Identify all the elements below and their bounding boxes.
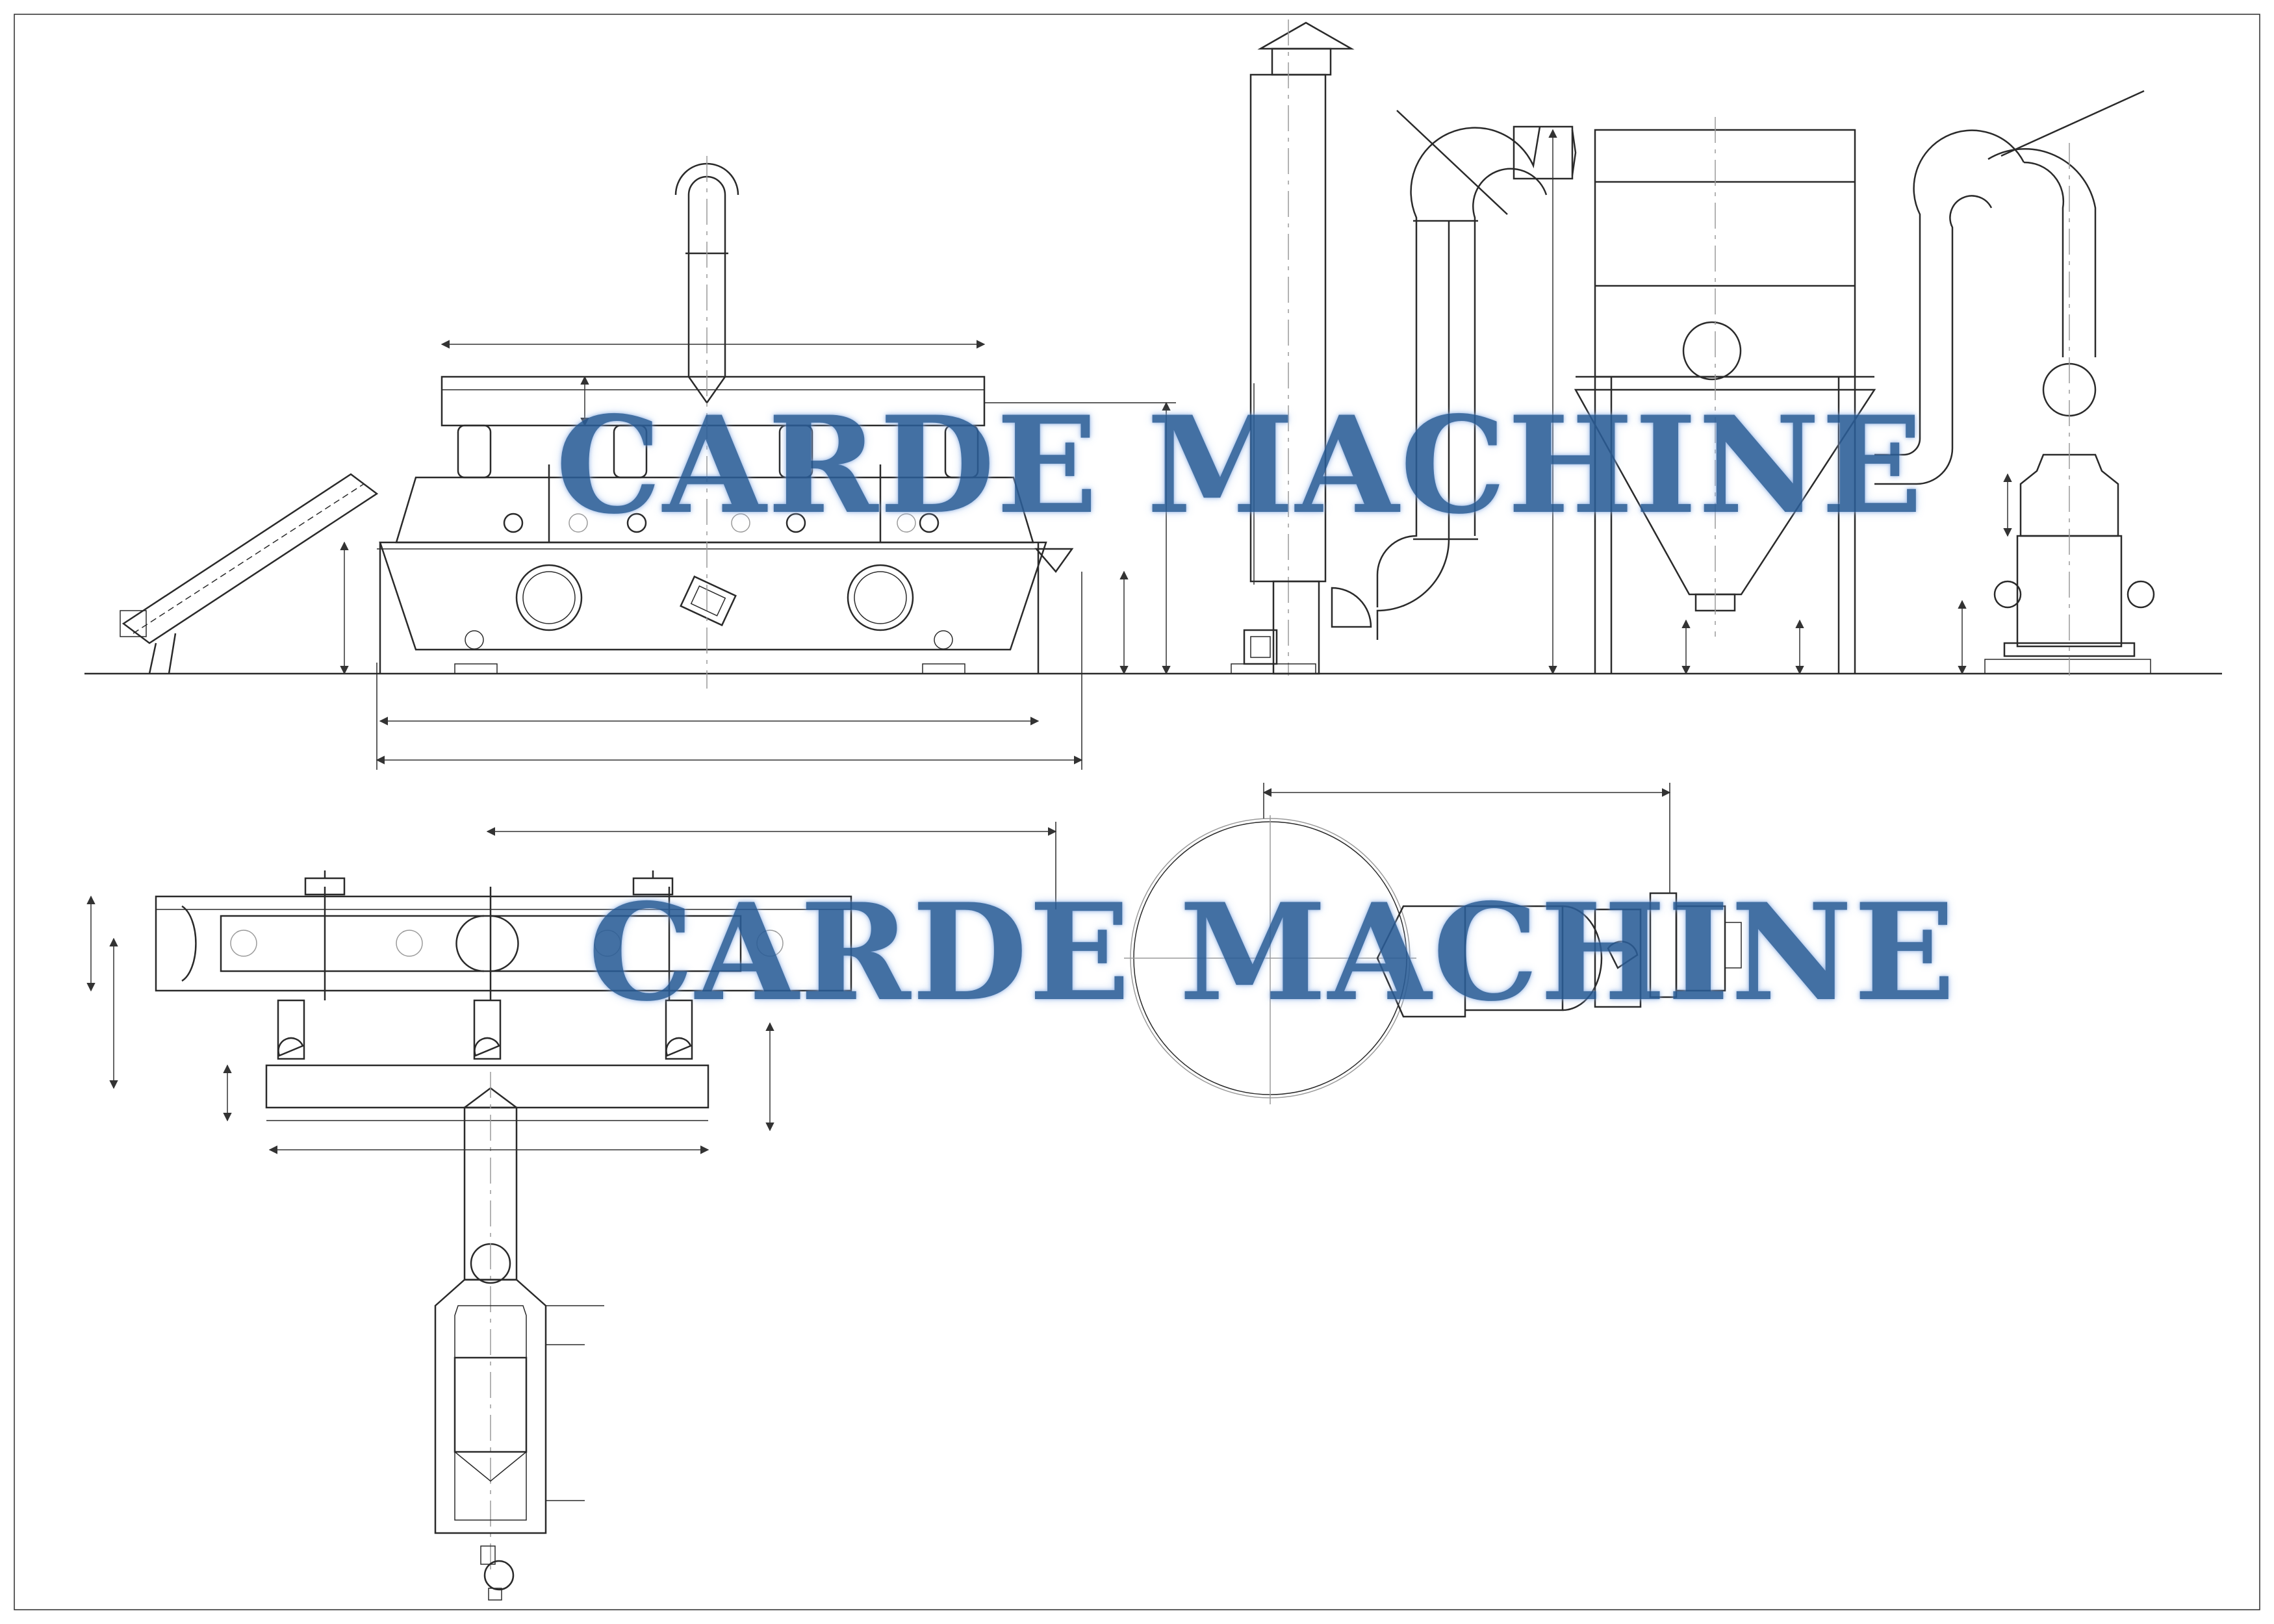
exhaust-fan xyxy=(1231,580,1372,675)
filter-to-separator-duct xyxy=(1874,129,2025,485)
bag-filter xyxy=(1574,117,1876,674)
dryer-plan-view xyxy=(86,822,1057,1601)
inclined-feeder xyxy=(120,473,379,674)
hood-fans xyxy=(503,513,939,533)
drawing-border xyxy=(14,14,2260,1610)
plan-body xyxy=(155,895,852,992)
exhaust-system-elevation xyxy=(1231,19,2155,676)
filter-plan-view xyxy=(1124,783,1742,1104)
exhaust-manifold xyxy=(441,375,986,427)
outlet-duct xyxy=(687,175,726,405)
dryer-elevation xyxy=(120,156,1176,770)
exhaust-connections xyxy=(457,424,979,479)
cyclone-separator xyxy=(1984,143,2155,676)
inspection-window xyxy=(847,564,914,631)
air-heater xyxy=(434,1278,604,1601)
plan-fans xyxy=(277,999,693,1060)
air-header xyxy=(265,1064,709,1109)
dryer-hood xyxy=(395,476,1034,544)
inspection-window xyxy=(515,564,583,631)
dryer-lower-bed xyxy=(379,541,1047,651)
chimney-stack xyxy=(1249,19,1355,676)
fan-to-cyclone-duct xyxy=(1376,126,1548,607)
vibration-motor xyxy=(680,575,737,627)
